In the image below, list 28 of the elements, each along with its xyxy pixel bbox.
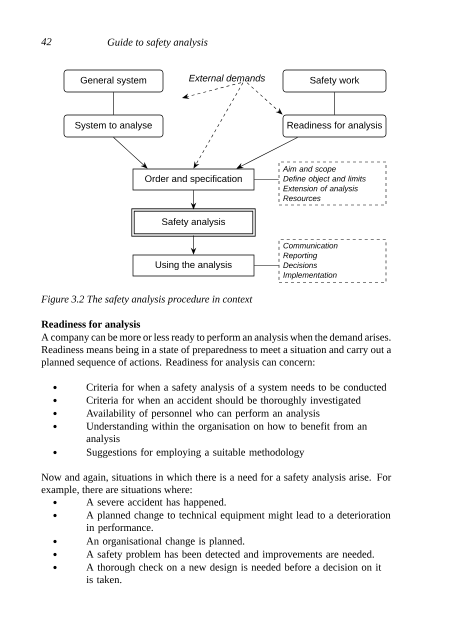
source-text: External demands (189, 74, 266, 82)
list-item: A planned change to technical equipment might lead to a deterioration in performance. (86, 511, 390, 534)
process-box: Readiness for analysis (282, 114, 386, 138)
list-item: A thorough check on a new design is needed before a decision on it is taken. (86, 563, 382, 584)
figure-caption: Figure 3.2 The safety analysis procedure in context (41, 295, 253, 305)
connector-line (113, 92, 114, 115)
process-box: General system (64, 70, 164, 92)
paragraph: A company can be more or less ready to perform an analysis when the demand arises. Readiness means being in a state of preparedness to meet a situation and carry out a planned sequence of actions. Readiness for analysis can concern: (41, 333, 392, 368)
list-item: Criteria for when an accident should be thoroughly investigated (86, 396, 361, 406)
process-box: Safety work (282, 70, 386, 92)
process-box: System to analyse (64, 114, 164, 138)
running-head: Guide to safety analysis (108, 38, 208, 48)
process-box: Using the analysis (132, 254, 254, 276)
list-item: Understanding within the organisation on how to benefit from an analysis (86, 422, 367, 444)
paragraph: Now and again, situations in which there is a need for a safety analysis arise. For example, there are situations where: (42, 473, 392, 496)
page-number: 42 (41, 38, 52, 46)
connector-line (254, 265, 279, 266)
process-box: Safety analysis (131, 208, 256, 237)
list-item: Suggestions for employing a suitable methodology (86, 448, 304, 458)
list-item: A severe accident has happened. (86, 498, 226, 508)
list-item: An organisational change is planned. (86, 537, 244, 547)
section-heading: Readiness for analysis (41, 320, 140, 330)
list-item: Criteria for when a safety analysis of a system needs to be conducted (86, 383, 386, 393)
connector-line (254, 179, 279, 180)
list-item: Availability of personnel who can perform an analysis (86, 409, 320, 419)
connector-line (334, 92, 335, 115)
list-item: A safety problem has been detected and improvements are needed. (86, 550, 374, 560)
process-box: Order and specification (132, 168, 254, 190)
